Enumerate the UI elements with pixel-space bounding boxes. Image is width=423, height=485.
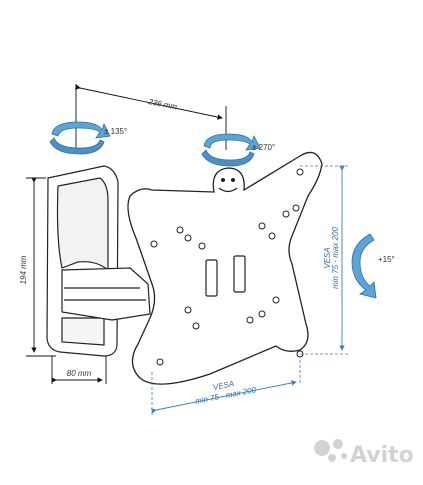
face-eye-right (231, 178, 235, 182)
rotation-135-icon: ± 135° (49, 121, 127, 155)
mount-slot-right (233, 255, 246, 293)
dimension-depth: 80 mm (51, 356, 107, 384)
vesa-vertical: VESA min 75 - max 200 (300, 165, 348, 355)
dimension-width-label: 236 mm (147, 97, 178, 112)
avito-logo-icon (314, 439, 347, 462)
vesa-horizontal-title: VESA (212, 379, 235, 392)
dimension-height: 194 mm (19, 177, 56, 357)
dimension-height-label: 194 mm (19, 255, 28, 284)
rotation-135-label: ± 135° (104, 127, 127, 136)
vesa-vertical-range: min 75 - max 200 (331, 227, 340, 289)
swing-arm (61, 267, 151, 321)
watermark-text: Avito (350, 443, 414, 468)
dimension-depth-label: 80 mm (67, 369, 92, 378)
rotation-270-icon: ± 270° (201, 133, 275, 167)
watermark: Avito (314, 439, 414, 468)
dimension-width: 236 mm (75, 84, 227, 150)
wall-plate (46, 165, 119, 357)
face-smile (218, 187, 238, 193)
vesa-vertical-title: VESA (323, 247, 332, 268)
rotation-270-label: ± 270° (252, 143, 275, 152)
mount-slot-left (205, 259, 218, 297)
tilt-15-label: +15° (378, 255, 395, 264)
mount-holes (150, 168, 304, 366)
tv-plate (127, 151, 323, 385)
tilt-15-icon: +15° (351, 233, 395, 299)
face-eye-left (221, 178, 225, 182)
